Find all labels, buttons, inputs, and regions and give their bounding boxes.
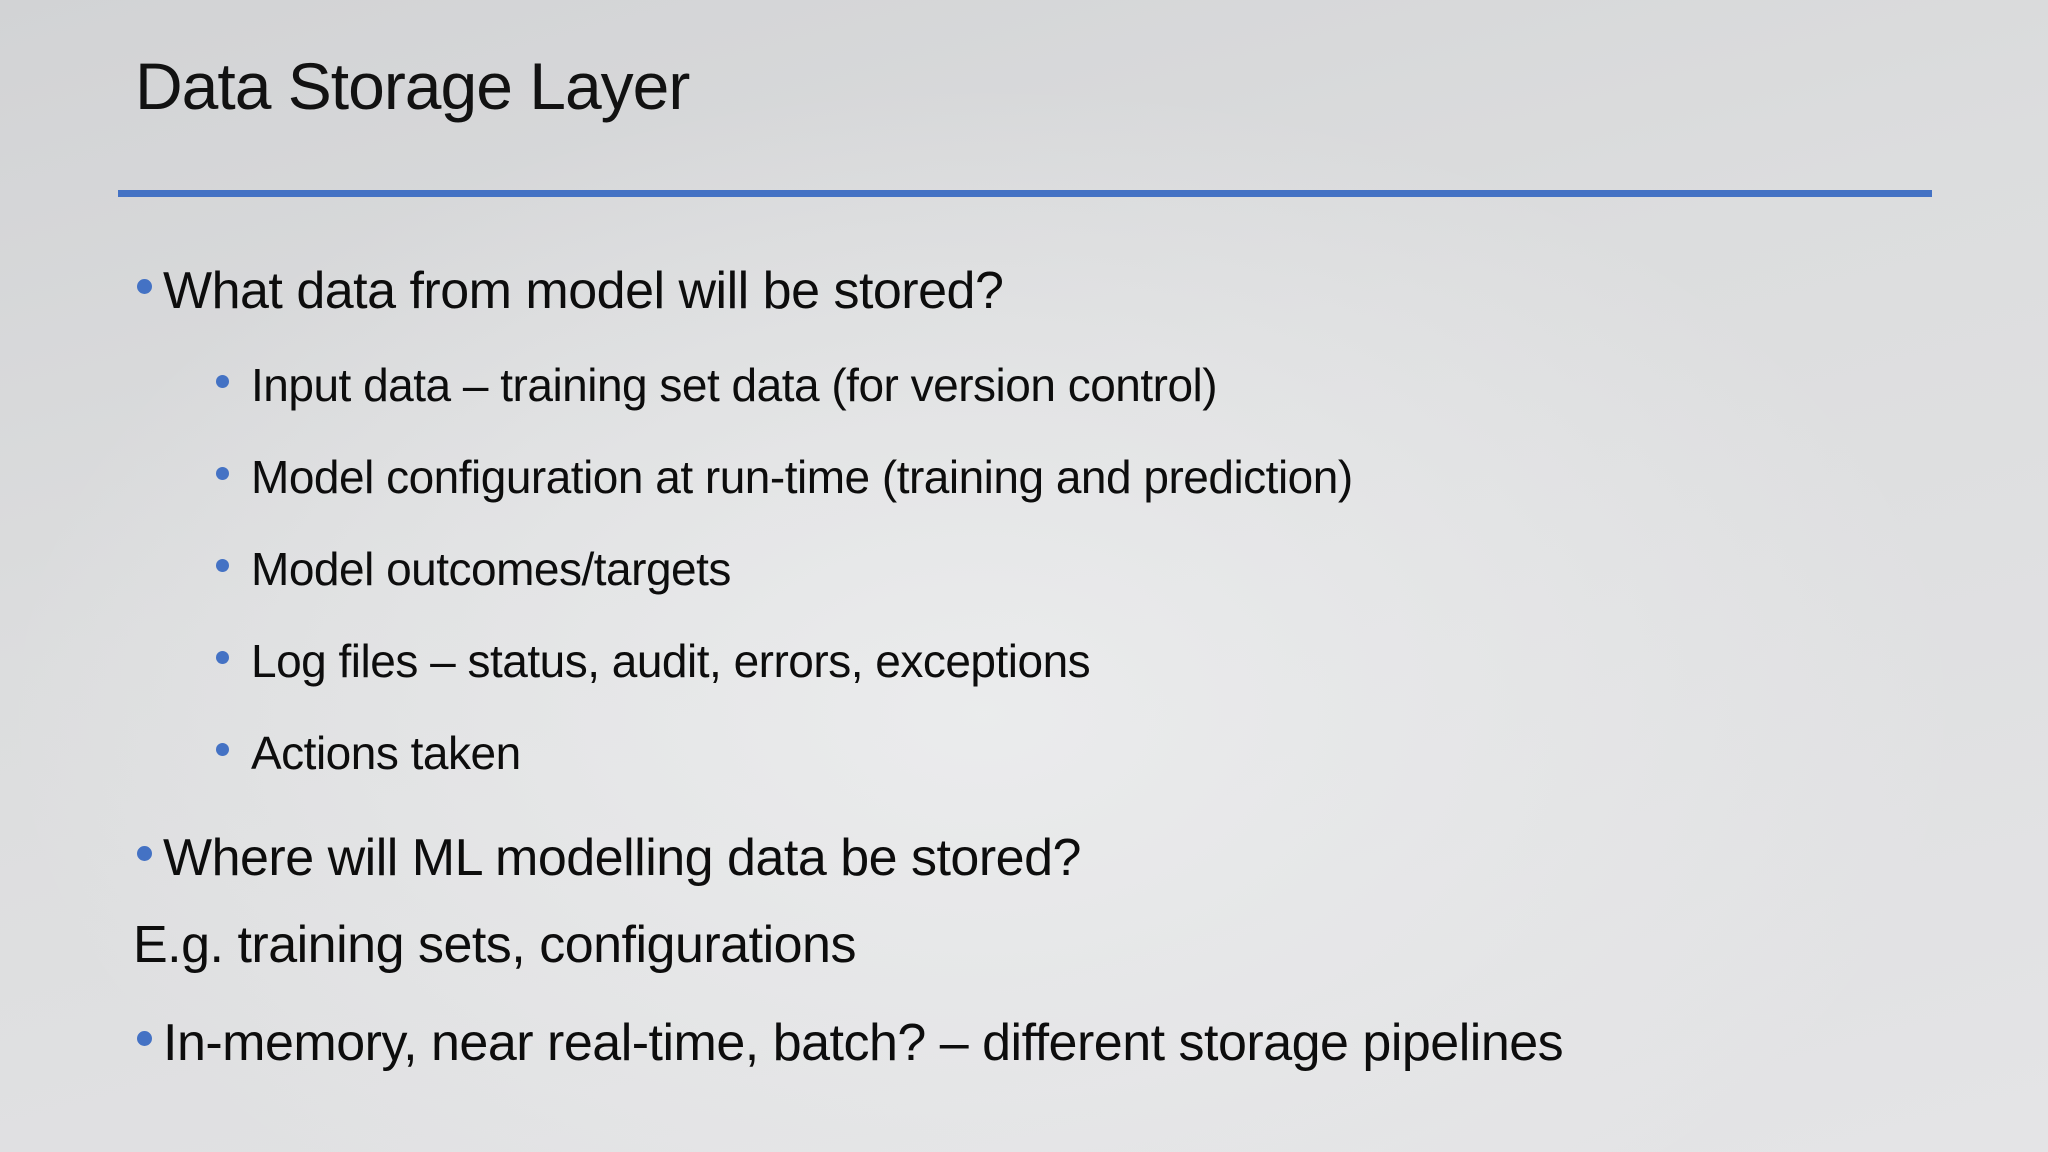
- bullet-text: Input data – training set data (for vers…: [251, 359, 1218, 411]
- sub-bullet-item: Actions taken: [216, 727, 521, 780]
- bullet-item: What data from model will be stored?: [137, 262, 1004, 322]
- bullet-dot-icon: [216, 651, 229, 664]
- sub-bullet-item: Log files – status, audit, errors, excep…: [216, 635, 1091, 688]
- bullet-item: In-memory, near real-time, batch? – diff…: [137, 1014, 1564, 1074]
- bullet-text: What data from model will be stored?: [163, 262, 1004, 320]
- bullet-dot-icon: [137, 1031, 152, 1046]
- bullet-text: Actions taken: [251, 727, 521, 779]
- title-divider-rule: [118, 190, 1932, 197]
- bullet-item: Where will ML modelling data be stored?: [137, 829, 1081, 889]
- continuation-line: E.g. training sets, configurations: [133, 916, 856, 976]
- bullet-text: In-memory, near real-time, batch? – diff…: [163, 1014, 1564, 1072]
- continuation-text: E.g. training sets, configurations: [133, 916, 856, 974]
- bullet-dot-icon: [216, 743, 229, 756]
- bullet-text: Model outcomes/targets: [251, 543, 731, 595]
- sub-bullet-item: Model outcomes/targets: [216, 543, 731, 596]
- bullet-dot-icon: [137, 279, 152, 294]
- bullet-dot-icon: [216, 559, 229, 572]
- bullet-dot-icon: [216, 467, 229, 480]
- sub-bullet-item: Model configuration at run-time (trainin…: [216, 451, 1353, 504]
- bullet-dot-icon: [216, 375, 229, 388]
- slide-title: Data Storage Layer: [135, 49, 690, 123]
- bullet-text: Model configuration at run-time (trainin…: [251, 451, 1353, 503]
- sub-bullet-item: Input data – training set data (for vers…: [216, 359, 1218, 412]
- bullet-dot-icon: [137, 846, 152, 861]
- bullet-text: Log files – status, audit, errors, excep…: [251, 635, 1091, 687]
- bullet-text: Where will ML modelling data be stored?: [163, 829, 1081, 887]
